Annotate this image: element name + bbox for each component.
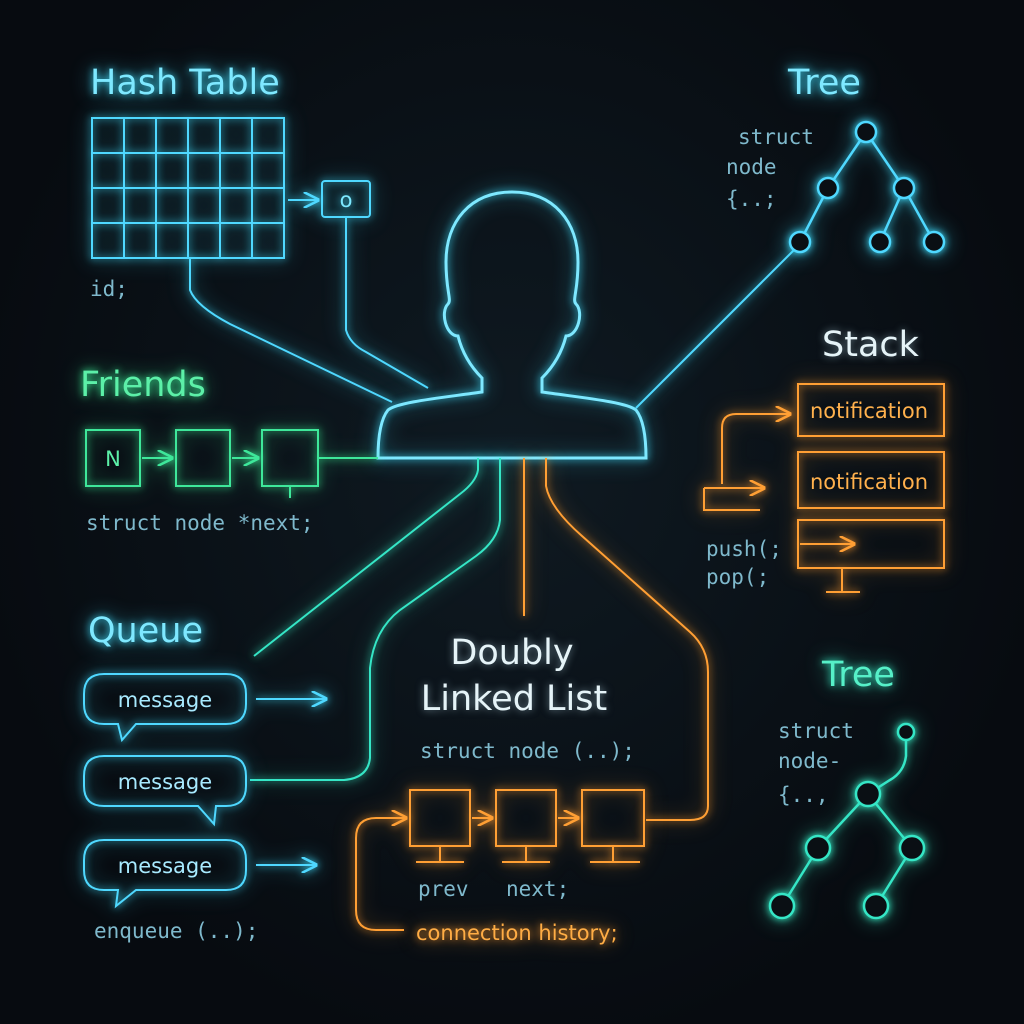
friends-code: struct node *next; xyxy=(86,511,314,535)
tree-node xyxy=(788,230,812,254)
tree-top-code-3: {..; xyxy=(726,187,777,211)
stack-item-empty xyxy=(797,519,945,569)
friends-first-node-label: N xyxy=(105,447,121,471)
hash-table-code: id; xyxy=(90,277,128,301)
tree-node xyxy=(816,176,840,200)
stack-item xyxy=(797,383,945,437)
dll-next-label: next; xyxy=(506,877,569,901)
tree-top-code-1: struct xyxy=(738,125,814,149)
hash-bucket-label: o xyxy=(340,188,353,212)
tree-node xyxy=(854,120,878,144)
tree-bottom-code-3: {.., xyxy=(778,783,829,807)
dll-node xyxy=(495,789,557,847)
connector-lines xyxy=(189,218,801,821)
tree-bottom-title: Tree xyxy=(821,655,895,695)
hash-table-title: Hash Table xyxy=(90,63,280,103)
tree-node xyxy=(862,892,890,920)
stack-code-pop: pop(; xyxy=(706,565,769,589)
queue-title: Queue xyxy=(88,611,203,651)
tree-bottom-code-1: struct xyxy=(778,719,854,743)
stack-code-push: push(; xyxy=(706,537,782,561)
tree-node xyxy=(804,834,832,862)
dll-title-line-2: Linked List xyxy=(421,679,607,719)
tree-node xyxy=(892,176,916,200)
hash-table-grid xyxy=(91,117,285,259)
user-silhouette-icon xyxy=(376,190,648,460)
tree-node xyxy=(868,230,892,254)
friends-list xyxy=(85,429,319,498)
tree-top-title: Tree xyxy=(787,63,861,103)
queue-message-3: message xyxy=(118,854,212,878)
queue-message-2: message xyxy=(118,770,212,794)
connector-hashtable xyxy=(189,258,393,403)
tree-node xyxy=(854,780,882,808)
stack-title: Stack xyxy=(822,325,920,365)
friends-node xyxy=(85,429,141,487)
tree-node xyxy=(898,834,926,862)
stack-item-2-label: notification xyxy=(810,470,928,494)
tree-node xyxy=(768,892,796,920)
friends-node xyxy=(175,429,231,487)
dll-code: struct node (..); xyxy=(420,739,635,763)
dll-history-label: connection history; xyxy=(416,921,618,945)
tree-top-code-2: node xyxy=(726,155,777,179)
friends-node xyxy=(261,429,319,487)
dll-nodes xyxy=(355,789,645,931)
connector-tree-top xyxy=(635,243,801,409)
tree-node xyxy=(922,230,946,254)
dll-title-line-1: Doubly xyxy=(450,633,573,673)
connector-dll-right xyxy=(545,458,709,821)
message-bubble xyxy=(83,839,247,909)
queue-code: enqueue (..); xyxy=(94,919,258,943)
connector-queue xyxy=(253,458,479,657)
queue-message-1: message xyxy=(118,688,212,712)
queue-messages xyxy=(83,673,326,909)
hash-bucket: o xyxy=(288,180,371,218)
tree-top-graph xyxy=(788,120,946,254)
stack-diagram xyxy=(703,383,945,593)
dll-prev-label: prev xyxy=(418,877,469,901)
message-bubble xyxy=(83,673,247,743)
dll-node xyxy=(409,789,471,847)
tree-bottom-code-2: node- xyxy=(778,749,841,773)
tree-bottom-graph xyxy=(768,722,926,920)
dll-node xyxy=(581,789,645,847)
stack-item-1-label: notification xyxy=(810,399,928,423)
tree-node xyxy=(896,722,916,742)
connector-hashbucket xyxy=(345,218,429,389)
connector-queue-2 xyxy=(250,458,501,781)
friends-title: Friends xyxy=(80,365,206,405)
stack-item xyxy=(797,451,945,509)
message-bubble xyxy=(83,755,247,827)
